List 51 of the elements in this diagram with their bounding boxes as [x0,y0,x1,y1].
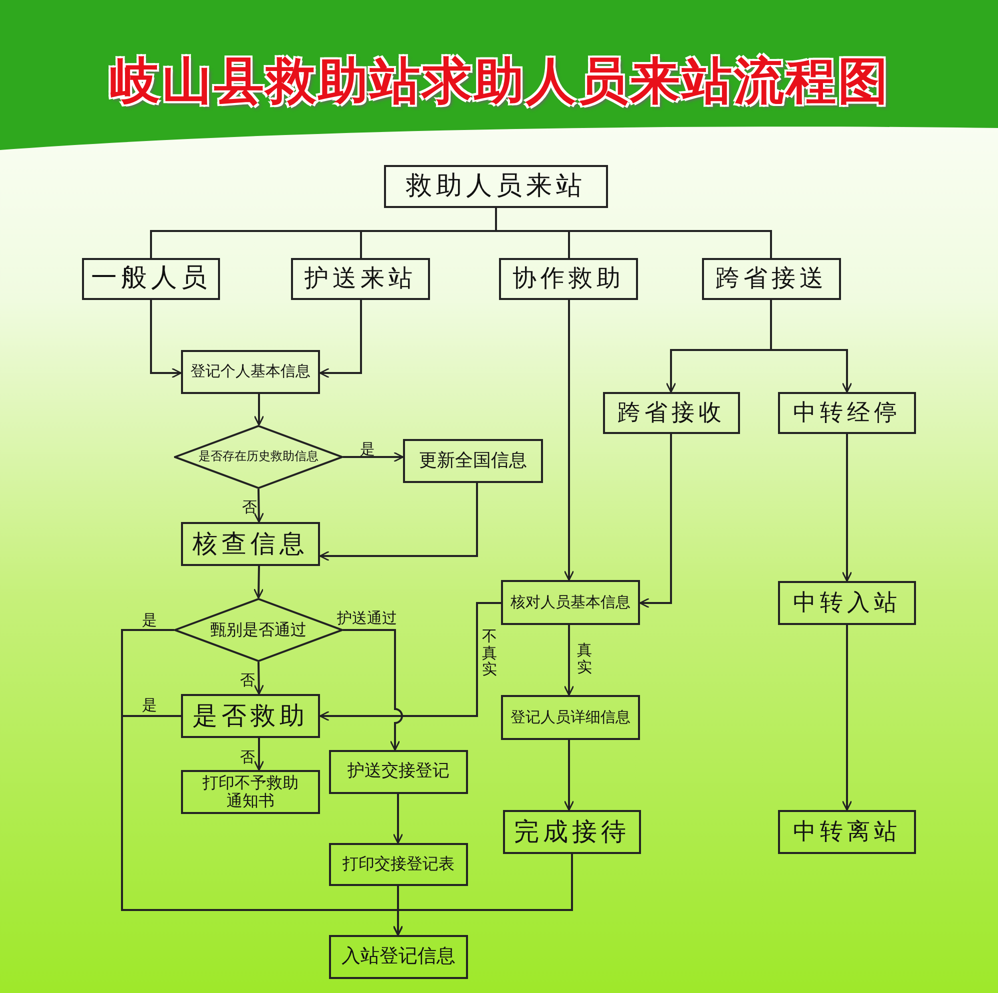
edge-label: 否 [240,749,255,766]
edge-label: 是 [142,697,157,714]
arrow [343,629,403,751]
connector-line [495,208,772,258]
process-box: 登记个人基本信息 [181,350,320,394]
decision-diamond: 是否存在历史救助信息 [174,425,343,489]
arrow [254,488,264,523]
arrow [564,740,574,811]
edge-label: 不真实 [482,628,498,678]
arrow [254,394,264,426]
process-box: 救助人员来站 [384,165,608,208]
process-box: 是否救助 [181,694,320,738]
process-box: 一般人员 [82,258,220,300]
process-box: 完成接待 [503,810,641,854]
arrow [842,625,852,811]
arrow [392,794,404,844]
edge-label: 真实 [577,642,593,675]
process-box: 中转经停 [778,392,916,434]
process-box: 入站登记信息 [329,935,468,979]
arrow [319,483,478,562]
process-box: 护送交接登记 [329,750,468,794]
process-box: 跨省接送 [702,258,841,300]
title: 岐山县救助站求助人员来站流程图 [109,51,891,112]
process-box: 中转离站 [778,810,916,854]
arrow [254,662,264,695]
edge-label: 是 [142,612,157,628]
process-box: 核对人员基本信息 [501,580,640,625]
arrow [564,300,574,581]
process-box: 更新全国信息 [403,439,543,483]
arrow [319,602,501,722]
arrow [150,300,182,378]
process-box: 打印交接登记表 [329,843,468,886]
arrow [319,300,362,378]
arrow [564,625,574,696]
process-box: 护送来站 [291,258,430,300]
process-box: 核查信息 [181,522,320,566]
arrow [842,434,852,582]
arrow [770,300,852,393]
process-box: 协作救助 [499,258,638,300]
arrow [253,566,264,599]
process-box: 登记人员详细信息 [501,695,640,740]
process-box: 跨省接收 [603,392,740,434]
process-box: 打印不予救助通知书 [181,770,320,814]
arrow [639,434,672,608]
edge-label: 否 [240,672,255,688]
edge-label: 否 [242,499,257,516]
arrow [343,452,404,462]
edge-label: 是 [360,441,375,458]
process-box: 中转入站 [778,581,916,625]
arrow [254,738,264,771]
arrow [392,854,573,936]
